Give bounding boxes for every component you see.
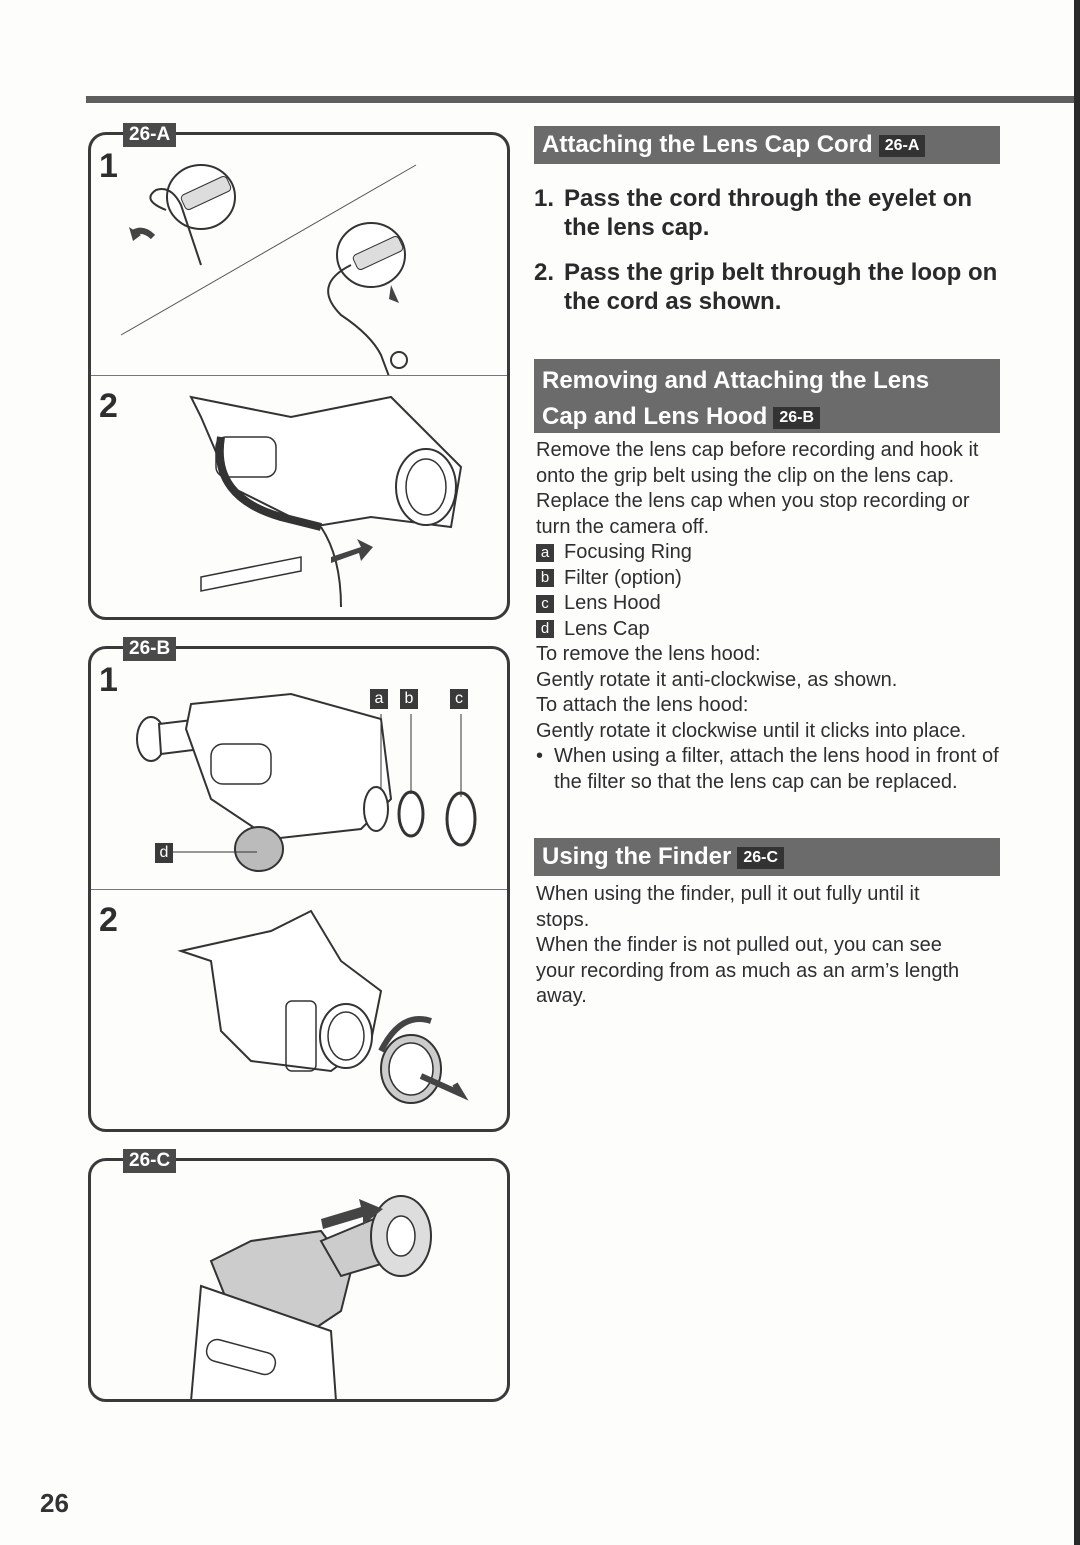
legend-item-c: c Lens Hood (536, 591, 1002, 617)
figure-tag: 26-A (123, 123, 177, 147)
grip-belt-illustration (189, 395, 463, 608)
page-number: 26 (40, 1488, 69, 1518)
intro-paragraph: Remove the lens cap before recording and… (536, 439, 979, 538)
step-number: 2 (99, 387, 118, 425)
figure-tag: 26-C (123, 1149, 177, 1173)
legend-key: b (536, 569, 554, 588)
attach-text: Gently rotate it clockwise until it clic… (536, 719, 967, 742)
callout-b: b (400, 689, 418, 709)
section-title-line2: Cap and Lens Hood (542, 403, 768, 430)
figure-ref: 26-B (773, 406, 821, 429)
step-item: 2. Pass the grip belt through the loop o… (534, 258, 1004, 316)
step-number: 1 (99, 147, 118, 185)
panel-divider (91, 889, 507, 890)
legend-item-b: b Filter (option) (536, 566, 1002, 592)
lens-hood-body: Remove the lens cap before recording and… (536, 438, 1002, 795)
bullet-text: When using a filter, attach the lens hoo… (554, 745, 999, 793)
figure-tag: 26-B (123, 637, 177, 661)
step-text: Pass the cord through the eyelet on the … (564, 185, 973, 241)
figure-26b: 26-B 1 a b c d 2 (88, 637, 510, 1132)
finder-paragraph-1: When using the finder, pull it out fully… (536, 883, 920, 931)
callout-c: c (450, 689, 468, 709)
step-number: 1 (99, 661, 118, 699)
legend-label: Focusing Ring (564, 541, 692, 563)
figure-26c: 26-C (88, 1149, 510, 1402)
step-number: 2 (99, 901, 118, 939)
figure-ref: 26-C (737, 846, 785, 869)
callout-a: a (370, 689, 388, 709)
lens-hood-rotate-illustration (177, 909, 469, 1104)
section-title: Attaching the Lens Cap Cord (542, 131, 873, 158)
step-text: Pass the grip belt through the loop on t… (564, 259, 998, 315)
section-title: Using the Finder (542, 843, 732, 870)
remove-heading: To remove the lens hood: (536, 643, 761, 665)
attach-heading: To attach the lens hood: (536, 694, 749, 716)
lens-cap-cord-illustration (120, 164, 417, 375)
finder-body: When using the finder, pull it out fully… (536, 882, 976, 1010)
legend-item-d: d Lens Cap (536, 617, 1002, 643)
section-title-line1: Removing and Attaching the Lens (542, 367, 930, 394)
legend-label: Lens Cap (564, 617, 650, 640)
legend-key: d (536, 620, 554, 639)
page-edge (1074, 0, 1080, 1545)
figure-ref: 26-A (878, 134, 926, 157)
panel-divider (91, 375, 507, 376)
bullet-icon: • (536, 745, 544, 767)
lens-cap-cord-steps: 1. Pass the cord through the eyelet on t… (534, 184, 1004, 332)
legend-key: c (536, 594, 554, 613)
step-number: 1. (534, 185, 555, 212)
step-number: 2. (534, 259, 555, 286)
legend-label: Lens Hood (564, 592, 661, 614)
legend-label: Filter (option) (564, 566, 682, 589)
finder-paragraph-2: When the finder is not pulled out, you c… (536, 934, 960, 1007)
note-bullet: • When using a filter, attach the lens h… (536, 744, 1002, 795)
step-item: 1. Pass the cord through the eyelet on t… (534, 184, 1004, 242)
lens-parts-illustration (136, 692, 477, 872)
callout-d: d (155, 843, 173, 863)
top-rule (86, 96, 1074, 103)
figure-26a: 26-A 1 2 (88, 123, 510, 620)
section-header-lens-hood: Removing and Attaching the Lens Cap and … (534, 359, 1000, 433)
finder-illustration (190, 1195, 432, 1399)
legend-key: a (536, 543, 554, 562)
legend-item-a: a Focusing Ring (536, 540, 1002, 566)
remove-text: Gently rotate it anti-clockwise, as show… (536, 668, 898, 691)
